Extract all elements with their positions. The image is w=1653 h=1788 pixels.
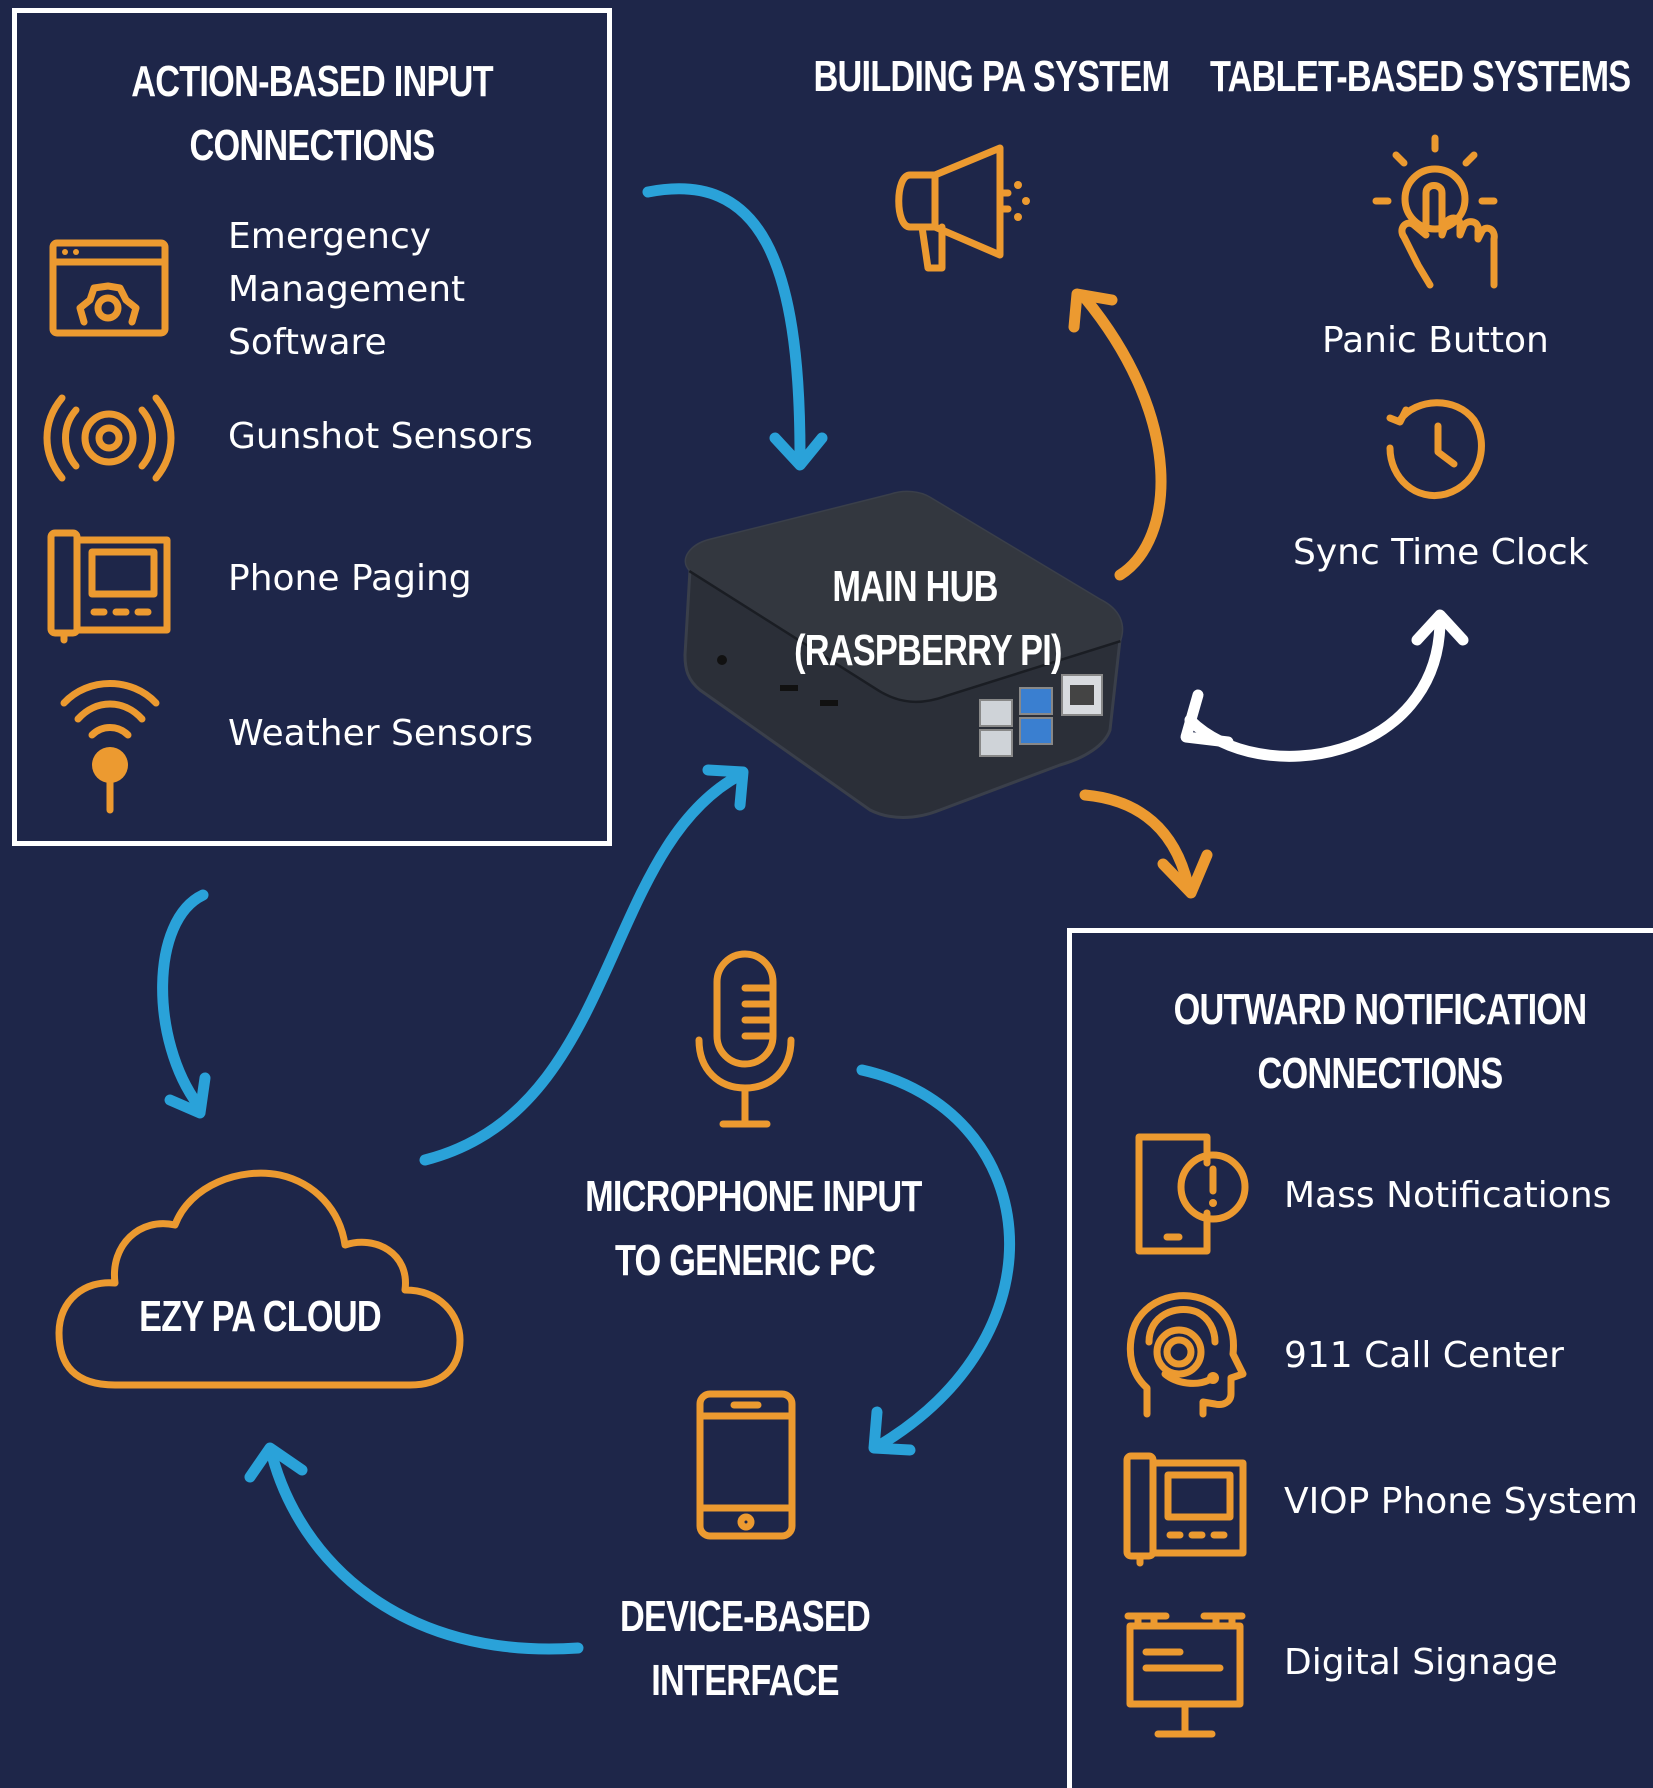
microphone-title: MICROPHONE INPUT TO GENERIC PC xyxy=(585,1172,922,1285)
raspberry-pi-case-icon xyxy=(683,490,1124,819)
gunshot-sensors-label: Gunshot Sensors xyxy=(228,416,533,457)
input-connections-panel xyxy=(12,8,612,846)
desk-phone-icon xyxy=(47,529,171,644)
input-panel-title: ACTION-BASED INPUT CONNECTIONS xyxy=(131,57,493,170)
panic-button-label: Panic Button xyxy=(1322,320,1549,361)
microphone-icon xyxy=(695,950,795,1128)
mass-notifications-label: Mass Notifications xyxy=(1284,1175,1612,1216)
mass-notification-icon xyxy=(1135,1133,1249,1255)
call-center-label: 911 Call Center xyxy=(1284,1335,1564,1376)
arrow-hub-to-outward xyxy=(1079,789,1194,891)
sync-time-clock-label: Sync Time Clock xyxy=(1293,532,1589,573)
main-hub-title: MAIN HUB (RASPBERRY PI) xyxy=(794,562,1062,675)
megaphone-icon xyxy=(895,144,1030,272)
outward-connections-panel xyxy=(1067,928,1653,1788)
arrow-mic-to-device xyxy=(856,1064,1016,1451)
tablet-systems-title: TABLET-BASED SYSTEMS xyxy=(1210,52,1631,101)
cloud-icon xyxy=(55,1169,464,1389)
arrow-input-to-cloud xyxy=(157,889,209,1111)
digital-signage-label: Digital Signage xyxy=(1284,1642,1558,1683)
management-software-icon xyxy=(49,239,169,337)
weather-sensor-icon xyxy=(60,680,160,814)
emergency-management-label: Emergency Management Software xyxy=(228,216,466,363)
building-pa-title: BUILDING PA SYSTEM xyxy=(813,52,1170,101)
weather-sensors-label: Weather Sensors xyxy=(228,713,534,754)
gunshot-sensor-icon xyxy=(43,394,175,482)
arrow-cloud-to-hub xyxy=(419,769,746,1166)
device-interface-title: DEVICE-BASED INTERFACE xyxy=(620,1592,871,1705)
voip-phone-label: VIOP Phone System xyxy=(1284,1481,1638,1522)
arrow-hub-clock xyxy=(1184,614,1446,762)
arrow-device-to-cloud xyxy=(266,1449,584,1655)
digital-signage-icon xyxy=(1124,1612,1246,1738)
cloud-label: EZY PA CLOUD xyxy=(139,1292,381,1341)
smartphone-icon xyxy=(696,1390,796,1540)
clock-icon xyxy=(1386,399,1485,499)
phone-paging-label: Phone Paging xyxy=(228,558,472,599)
call-center-headset-icon xyxy=(1126,1292,1247,1418)
voip-phone-icon xyxy=(1123,1452,1247,1567)
panic-button-icon xyxy=(1372,134,1498,289)
arrow-hub-to-pa xyxy=(1079,292,1167,581)
output-panel-title: OUTWARD NOTIFICATION CONNECTIONS xyxy=(1173,985,1587,1098)
arrow-input-to-hub xyxy=(642,183,806,461)
